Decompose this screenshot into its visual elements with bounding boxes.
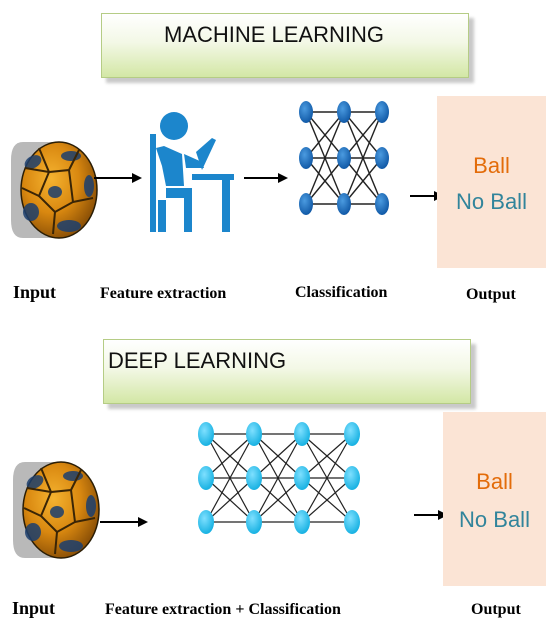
dl-feature-extraction-classification-label: Feature extraction + Classification xyxy=(105,601,341,618)
network-node xyxy=(375,101,389,123)
network-node xyxy=(337,193,351,215)
network-node xyxy=(294,466,310,490)
network-node xyxy=(198,422,214,446)
network-node xyxy=(198,510,214,534)
ml-classification-label: Classification xyxy=(295,284,388,301)
network-node xyxy=(299,101,313,123)
network-node xyxy=(344,510,360,534)
dl-output-label: Output xyxy=(471,601,521,618)
ball-label: Ball xyxy=(476,469,513,494)
network-node xyxy=(375,193,389,215)
network-node xyxy=(344,466,360,490)
machine-learning-title-box: MACHINE LEARNING xyxy=(101,13,469,78)
soccer-ball-icon xyxy=(13,461,100,559)
network-node xyxy=(337,101,351,123)
arrow-right-icon xyxy=(100,517,148,527)
neural-network-icon xyxy=(299,101,389,215)
dl-output-box: Ball No Ball xyxy=(443,412,546,586)
deep-learning-title-box: DEEP LEARNING xyxy=(103,339,471,404)
machine-learning-title: MACHINE LEARNING xyxy=(164,22,385,47)
network-node xyxy=(246,466,262,490)
network-node xyxy=(246,422,262,446)
arrow-right-icon xyxy=(94,173,142,183)
ml-output-box: Ball No Ball xyxy=(437,96,546,268)
network-node xyxy=(294,422,310,446)
arrow-right-icon xyxy=(244,173,288,183)
ball-label: Ball xyxy=(473,153,510,178)
network-node xyxy=(375,147,389,169)
network-node xyxy=(299,147,313,169)
network-node xyxy=(337,147,351,169)
network-node xyxy=(299,193,313,215)
no-ball-label: No Ball xyxy=(456,189,527,214)
soccer-ball-icon xyxy=(11,141,98,239)
ml-output-label: Output xyxy=(466,286,516,303)
arrow-right-icon xyxy=(410,191,444,201)
deep-learning-title: DEEP LEARNING xyxy=(108,348,287,373)
no-ball-label: No Ball xyxy=(459,507,530,532)
network-node xyxy=(294,510,310,534)
dl-input-label: Input xyxy=(12,598,56,618)
arrow-right-icon xyxy=(414,510,448,520)
neural-network-icon xyxy=(198,422,360,534)
network-node xyxy=(198,466,214,490)
network-node xyxy=(344,422,360,446)
network-node xyxy=(246,510,262,534)
ml-input-label: Input xyxy=(13,282,57,302)
person-at-desk-icon xyxy=(150,112,234,232)
ml-feature-extraction-label: Feature extraction xyxy=(100,285,227,302)
